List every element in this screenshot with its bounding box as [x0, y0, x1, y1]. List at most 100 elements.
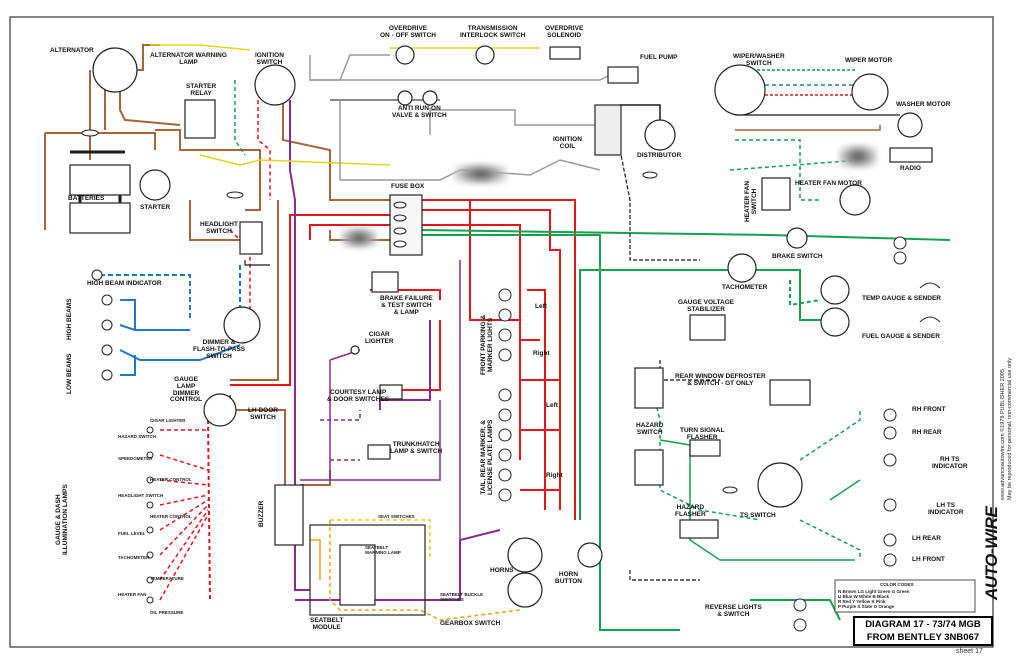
buzzer-label: BUZZER: [258, 500, 265, 527]
color-code-row: R Red Y Yellow K Pink: [838, 599, 886, 604]
horn-button-symbol: [577, 542, 603, 568]
dimmer-label: DIMMER & FLASH-TO-PASS SWITCH: [193, 339, 246, 360]
fuel-pump-symbol: [607, 66, 639, 84]
gauge-dimmer-symbol: [203, 393, 237, 427]
hazard-switch-symbol: [634, 449, 664, 486]
rh-ts-label: RH TS INDICATOR: [932, 456, 968, 470]
wiper-motor-symbol: [851, 73, 889, 111]
fuel-pump-label: FUEL PUMP: [640, 54, 678, 61]
seatbelt-buckle-label: SEATBELT BUCKLE SWITCHES: [440, 592, 484, 602]
brake-switch-symbol: [786, 227, 808, 249]
cigar-lighter-symbol: [350, 345, 360, 355]
ignition-coil-label: IGNITION COIL: [553, 136, 582, 150]
horn-2-symbol: [507, 572, 543, 608]
tachometer-label: TACHOMETER: [722, 284, 768, 291]
ignition-switch-label: IGNITION SWITCH: [255, 52, 284, 66]
rear-defroster-element-symbol: [769, 379, 811, 406]
turn-flasher-label: TURN SIGNAL FLASHER: [680, 427, 725, 441]
sheet-number: sheet 17: [956, 648, 983, 655]
high-beam-indicator-label: HIGH BEAM INDICATOR: [87, 280, 162, 287]
starter-relay-symbol: [184, 99, 216, 139]
dimmer-switch-symbol: [223, 306, 261, 344]
temp-gauge-symbol: [820, 275, 850, 305]
color-code-row: U Blue W White B Black: [838, 594, 890, 599]
horn-1-symbol: [507, 537, 543, 573]
rear-defroster-label: REAR WINDOW DEFROSTER & SWITCH - GT ONLY: [675, 373, 766, 387]
distributor-label: DISTRIBUTOR: [637, 152, 682, 159]
brake-failure-label: BRAKE FAILURE & TEST SWITCH & LAMP: [380, 295, 433, 316]
low-beams-label: LOW BEAMS: [66, 353, 73, 394]
courtesy-lamp-symbol: [379, 384, 403, 400]
horns-label: HORNS: [490, 567, 514, 574]
credit-text: www.advanceautowire.com ©1978 PUBLISHER …: [1000, 358, 1014, 500]
title-line-1: DIAGRAM 17 - 73/74 MGB: [865, 619, 981, 630]
alternator-symbol: [92, 47, 138, 93]
ignition-switch-symbol: [254, 64, 296, 106]
battery-2-symbol: [69, 202, 131, 234]
overdrive-solenoid-label: OVERDRIVE SOLENOID: [545, 25, 584, 39]
tail-rear-label: TAIL, REAR MARKER, & LICENSE PLATE LAMPS: [480, 419, 495, 495]
gauge-lamp-item: HEADLIGHT SWITCH: [118, 493, 164, 498]
gearbox-switch-label: GEARBOX SWITCH: [440, 620, 501, 627]
alt-warning-label: ALTERNATOR WARNING LAMP: [150, 52, 227, 66]
wiper-switch-label: WIPER/WASHER SWITCH: [733, 53, 785, 67]
radio-symbol: [889, 147, 933, 163]
rh-front-label: RH FRONT: [912, 406, 946, 413]
gauge-lamp-item: HAZARD SWITCH: [118, 434, 156, 439]
seatbelt-warning-label: SEATBELT WARNING LAMP: [365, 545, 401, 555]
front-left-label: Left: [535, 303, 547, 310]
blurred-region-3: [838, 144, 878, 169]
rh-rear-label: RH REAR: [912, 429, 942, 436]
gauge-lamp-item: HEATER CONTROL: [150, 477, 192, 482]
alternator-label: ALTERNATOR: [50, 47, 94, 54]
turn-flasher-symbol: [689, 439, 721, 457]
color-code-box: [834, 579, 976, 613]
horn-button-label: HORN BUTTON: [555, 571, 582, 585]
gauge-lamp-item: FUEL LEVEL: [118, 531, 146, 536]
blurred-region-2: [453, 163, 508, 185]
battery-1-symbol: [69, 164, 131, 196]
temp-gauge-label: TEMP GAUGE & SENDER: [862, 295, 941, 302]
high-beams-label: HIGH BEAMS: [66, 298, 73, 340]
lh-rear-label: LH REAR: [912, 535, 941, 542]
gauge-lamps-label: GAUGE & DASH ILLUMINATION LAMPS: [55, 484, 70, 555]
radio-label: RADIO: [900, 165, 921, 172]
heater-fan-switch-label: HEATER FAN SWITCH: [744, 180, 759, 222]
brake-failure-symbol: [371, 271, 399, 293]
heater-fan-motor-symbol: [839, 184, 871, 216]
seatbelt-module-symbol: [339, 544, 376, 606]
credit-line-2: May be reproduced for personal, non-comm…: [1007, 357, 1013, 500]
overdrive-solenoid-symbol: [549, 46, 581, 60]
credit-line-1: www.advanceautowire.com ©1978 PUBLISHER …: [1000, 369, 1006, 500]
title-line-2: FROM BENTLEY 3NB067: [866, 632, 980, 643]
fuel-gauge-symbol: [820, 307, 850, 337]
color-code-row: P Purple S Slate O Orange: [838, 604, 895, 609]
starter-label: STARTER: [140, 204, 171, 211]
anti-runon-label: ANTI RUN-ON VALVE & SWITCH: [392, 105, 447, 119]
brake-switch-label: BRAKE SWITCH: [772, 253, 823, 260]
trunk-label: TRUNK/HATCH LAMP & SWITCH: [390, 441, 443, 455]
heater-fan-motor-label: HEATER FAN MOTOR: [795, 180, 862, 187]
headlight-switch-symbol: [239, 221, 263, 255]
transmission-switch-label: TRANSMISSION INTERLOCK SWITCH: [460, 25, 526, 39]
ts-switch-symbol: [757, 462, 803, 508]
rear-defroster-switch-symbol: [634, 367, 664, 409]
courtesy-label: COURTESY LAMP & DOOR SWITCHES: [327, 389, 390, 403]
seatbelt-module-box: [309, 524, 426, 616]
buzzer-symbol: [274, 484, 304, 546]
distributor-symbol: [644, 119, 676, 151]
hazard-switch-label: HAZARD SWITCH: [636, 422, 664, 436]
voltage-stabilizer-symbol: [689, 314, 726, 341]
reverse-lights-label: REVERSE LIGHTS & SWITCH: [705, 604, 762, 618]
blurred-region-1: [340, 227, 378, 249]
gauge-lamp-item: TEMPERATURE: [150, 576, 184, 581]
starter-symbol: [139, 169, 171, 201]
rear-left-label: Left: [546, 402, 558, 409]
front-parking-label: FRONT PARKING & MARKER LIGHTS: [480, 314, 495, 375]
ts-switch-label: TS SWITCH: [740, 512, 776, 519]
fuel-gauge-label: FUEL GAUGE & SENDER: [862, 333, 940, 340]
gauge-lamp-item: OIL PRESSURE: [150, 610, 184, 615]
diagram-border: [9, 16, 994, 648]
lh-ts-label: LH TS INDICATOR: [928, 502, 964, 516]
